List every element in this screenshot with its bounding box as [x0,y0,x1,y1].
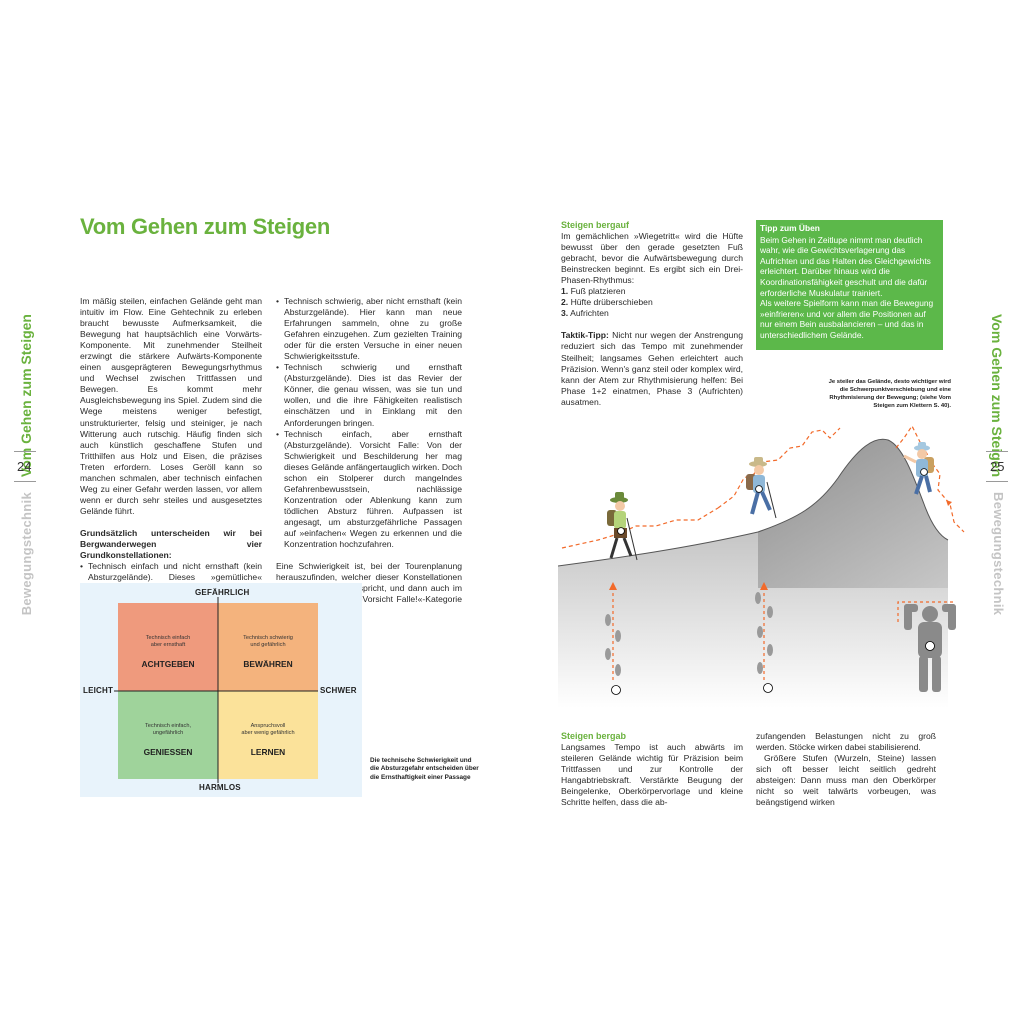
chapter-title: Vom Gehen zum Steigen [80,214,330,239]
left-side-title: Vom Gehen zum Steigen [18,314,34,478]
rock-face [758,439,948,588]
matrix-right-label: SCHWER [320,686,357,695]
downhill-paragraph-2a: zufangenden Belastungen nicht zu groß we… [756,731,936,753]
matrix-left-label: LEICHT [83,686,114,695]
downhill-column-2: zufangenden Belastungen nicht zu groß we… [756,731,936,808]
footprints-1 [605,582,621,695]
matrix-cell-label: ACHTGEBEN [141,659,195,669]
right-side-rule-2 [986,481,1008,482]
downhill-paragraph: Langsames Tempo ist auch abwärts im stei… [561,742,743,808]
matrix-axes [114,597,318,783]
climber [903,442,934,495]
uphill-paragraph: Im gemächlichen »Wiegetritt« wird die Hü… [561,231,743,286]
tip-title: Tipp zum Üben [760,223,820,233]
constellations-lead: Grundsätzlich unterscheiden wir bei Berg… [80,527,262,561]
left-page-number: 24 [17,459,32,474]
hiker-1 [607,492,638,561]
list-item: Technisch einfach, aber ernsthaft (Abstu… [276,429,462,551]
left-column-1: Im mäßig steilen, einfachen Gelände geht… [80,296,262,616]
matrix-cell-label: LERNEN [250,747,286,757]
illustration-caption: Je steiler das Gelände, desto wichtiger … [828,379,951,409]
footprints-2 [755,582,773,693]
matrix-cell-label: GENIESSEN [143,747,193,757]
matrix-cell-geniessen: Technisch einfach,ungefährlich GENIESSEN [118,691,218,779]
tactic-paragraph: Taktik-Tipp: Nicht nur wegen der Anstren… [561,330,743,407]
risk-matrix: GEFÄHRLICH HARMLOS LEICHT SCHWER Technis… [80,583,362,797]
intro-paragraph: Im mäßig steilen, einfachen Gelände geht… [80,296,262,516]
list-item: 1. Fuß platzieren [561,286,626,297]
downhill-paragraph-2b: Größere Stufen (Wurzeln, Steine) lassen … [756,753,936,808]
balance-figure [897,601,956,692]
right-page-number: 25 [990,459,1005,474]
right-side-subtitle: Bewegungstechnik [991,492,1006,616]
uphill-column: Steigen bergauf Im gemächlichen »Wiegetr… [561,220,743,419]
tip-text-1: Beim Gehen in Zeitlupe nimmt man deutlic… [760,234,931,298]
list-item: Technisch schwierig, aber nicht ernsthaf… [276,296,462,362]
list-item: 2. Hüfte drüberschieben [561,297,653,308]
list-item: Technisch schwierig und ernsthaft (Abstu… [276,362,462,428]
right-side-rule [986,451,1008,452]
matrix-top-label: GEFÄHRLICH [195,588,250,597]
left-column-2: Technisch schwierig, aber nicht ernsthaf… [276,296,462,627]
phase-list: 1. Fuß platzieren 2. Hüfte drüberschiebe… [561,286,743,319]
rhythm-line-2 [717,427,841,509]
downhill-heading: Steigen bergab [561,731,627,741]
list-item: 3. Aufrichten [561,308,609,319]
right-side-title: Vom Gehen zum Steigen [989,314,1005,478]
matrix-cell-label: BEWÄHREN [243,659,293,669]
tip-text-2: Als weitere Spielform kann man die Beweg… [760,298,934,340]
left-side-subtitle: Bewegungstechnik [19,492,34,616]
left-side-rule-2 [14,481,36,482]
hiking-illustration [558,424,965,708]
hiker-2 [746,457,777,519]
left-side-rule [14,451,36,452]
constellation-list-2: Technisch schwierig, aber nicht ernsthaf… [276,296,462,550]
uphill-heading: Steigen bergauf [561,220,630,230]
matrix-bottom-label: HARMLOS [199,783,241,792]
downhill-column-1: Steigen bergab Langsames Tempo ist auch … [561,731,743,808]
rhythm-line-1 [561,507,719,549]
tip-box: Tipp zum Üben Beim Gehen in Zeitlupe nim… [756,220,943,350]
matrix-caption: Die technische Schwierigkeit und die Abs… [370,757,479,781]
